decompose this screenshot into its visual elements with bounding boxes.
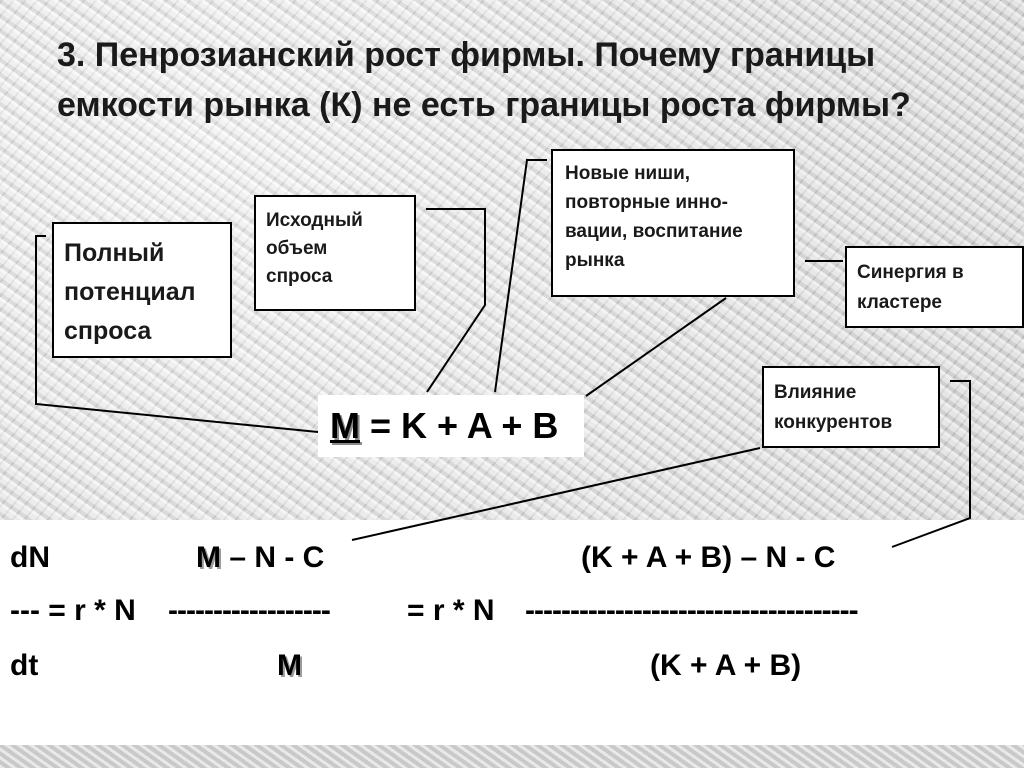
formula-rhs: K + A + B [391,405,559,446]
connector-potential [35,235,319,433]
eq-numerator-2: (K + A + B) – N - C [581,541,836,574]
marble-bottom-strip [0,745,1024,768]
eq-numerator-1: M – N - C [196,540,324,576]
main-formula: M = K + A + B [318,395,584,457]
box-text: Новые ниши, [565,163,691,184]
connector-competitors [351,447,761,541]
box-text: Влияние [774,382,857,403]
slide-title: 3. Пенрозианский рост фирмы. Почему гран… [47,30,1012,140]
formula-equals: = [360,405,392,446]
box-competitors: Влияние конкурентов [762,366,940,448]
title-line-1: 3. Пенрозианский рост фирмы. Почему гран… [57,36,876,74]
box-text: повторные инно- [565,192,728,213]
eq-lhs: --- = r * N [10,594,136,627]
box-text: Синергия в [857,262,964,283]
eq-num1-m: M [196,541,221,574]
equation-area [0,520,1024,745]
eq-denominator-1: M [277,648,302,684]
box-new-niches: Новые ниши, повторные инно- вации, воспи… [551,149,795,297]
eq-num1-rest: – N - C [221,541,325,574]
eq-fraction-bar-1: ------------------ [168,594,331,627]
box-text: кластере [857,292,942,313]
formula-m: M [330,405,360,446]
connector-niches [494,159,547,393]
box-text: конкурентов [774,412,893,433]
box-text: объем [266,238,328,259]
connector-initial [426,208,486,393]
box-full-potential: Полный потенциал спроса [52,222,232,358]
eq-middle: = r * N [407,594,495,627]
connector-niches-b [585,297,727,397]
box-text: Полный [64,239,165,267]
box-text: потенциал [64,278,196,306]
box-initial-demand: Исходный объем спроса [254,195,416,311]
eq-denominator-2: (K + A + B) [650,649,802,682]
connector-competitors-c [891,380,971,548]
box-text: Исходный [266,210,363,231]
title-line-2: емкости рынка (К) не есть границы роста … [57,86,911,124]
box-text: спроса [266,266,333,287]
box-text: рынка [565,250,625,271]
box-text: вации, воспитание [565,221,743,242]
box-cluster-synergy: Синергия в кластере [845,246,1024,328]
eq-dt: dt [10,649,39,682]
box-text: спроса [64,317,152,345]
eq-den1-m: M [277,649,302,682]
eq-fraction-bar-2: ------------------------------------- [525,594,859,627]
eq-dn: dN [10,541,50,574]
